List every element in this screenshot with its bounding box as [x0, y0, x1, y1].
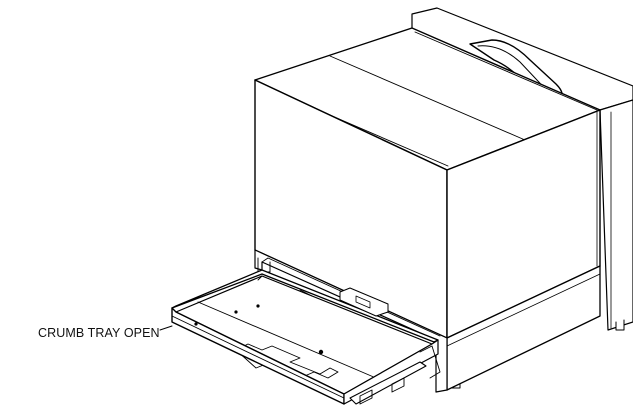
crumb-tray-callout-label: CRUMB TRAY OPEN	[38, 326, 160, 340]
main-cabinet	[254, 27, 601, 391]
callout-leader-line	[159, 325, 173, 331]
crumb-tray	[171, 269, 441, 405]
